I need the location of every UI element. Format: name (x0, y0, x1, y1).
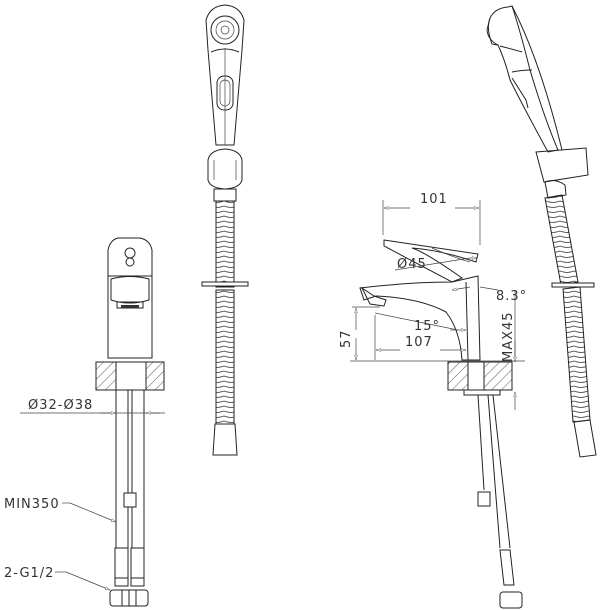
connection-label: 2-G1/2 (4, 566, 54, 581)
reach-top-label: 101 (420, 192, 448, 207)
spout-height-label: 57 (339, 329, 354, 348)
spout-reach-label: 107 (405, 335, 433, 350)
hose-length-label: MIN350 (4, 497, 60, 512)
hand-shower-side (486, 5, 597, 458)
hole-diameter-label: Ø32-Ø38 (28, 398, 93, 413)
lever-diameter-label: Ø45 (397, 257, 427, 272)
spout-angle-label: 15° (414, 319, 440, 334)
hand-shower-front (201, 4, 249, 456)
max-deck-label: MAX45 (501, 311, 516, 362)
side-view-faucet: 101 Ø45 8.3° 57 15° 107 MAX45 (339, 192, 527, 609)
front-view-faucet: Ø32-Ø38 MIN350 2-G1/2 (4, 237, 165, 607)
lever-angle-label: 8.3° (496, 289, 527, 304)
